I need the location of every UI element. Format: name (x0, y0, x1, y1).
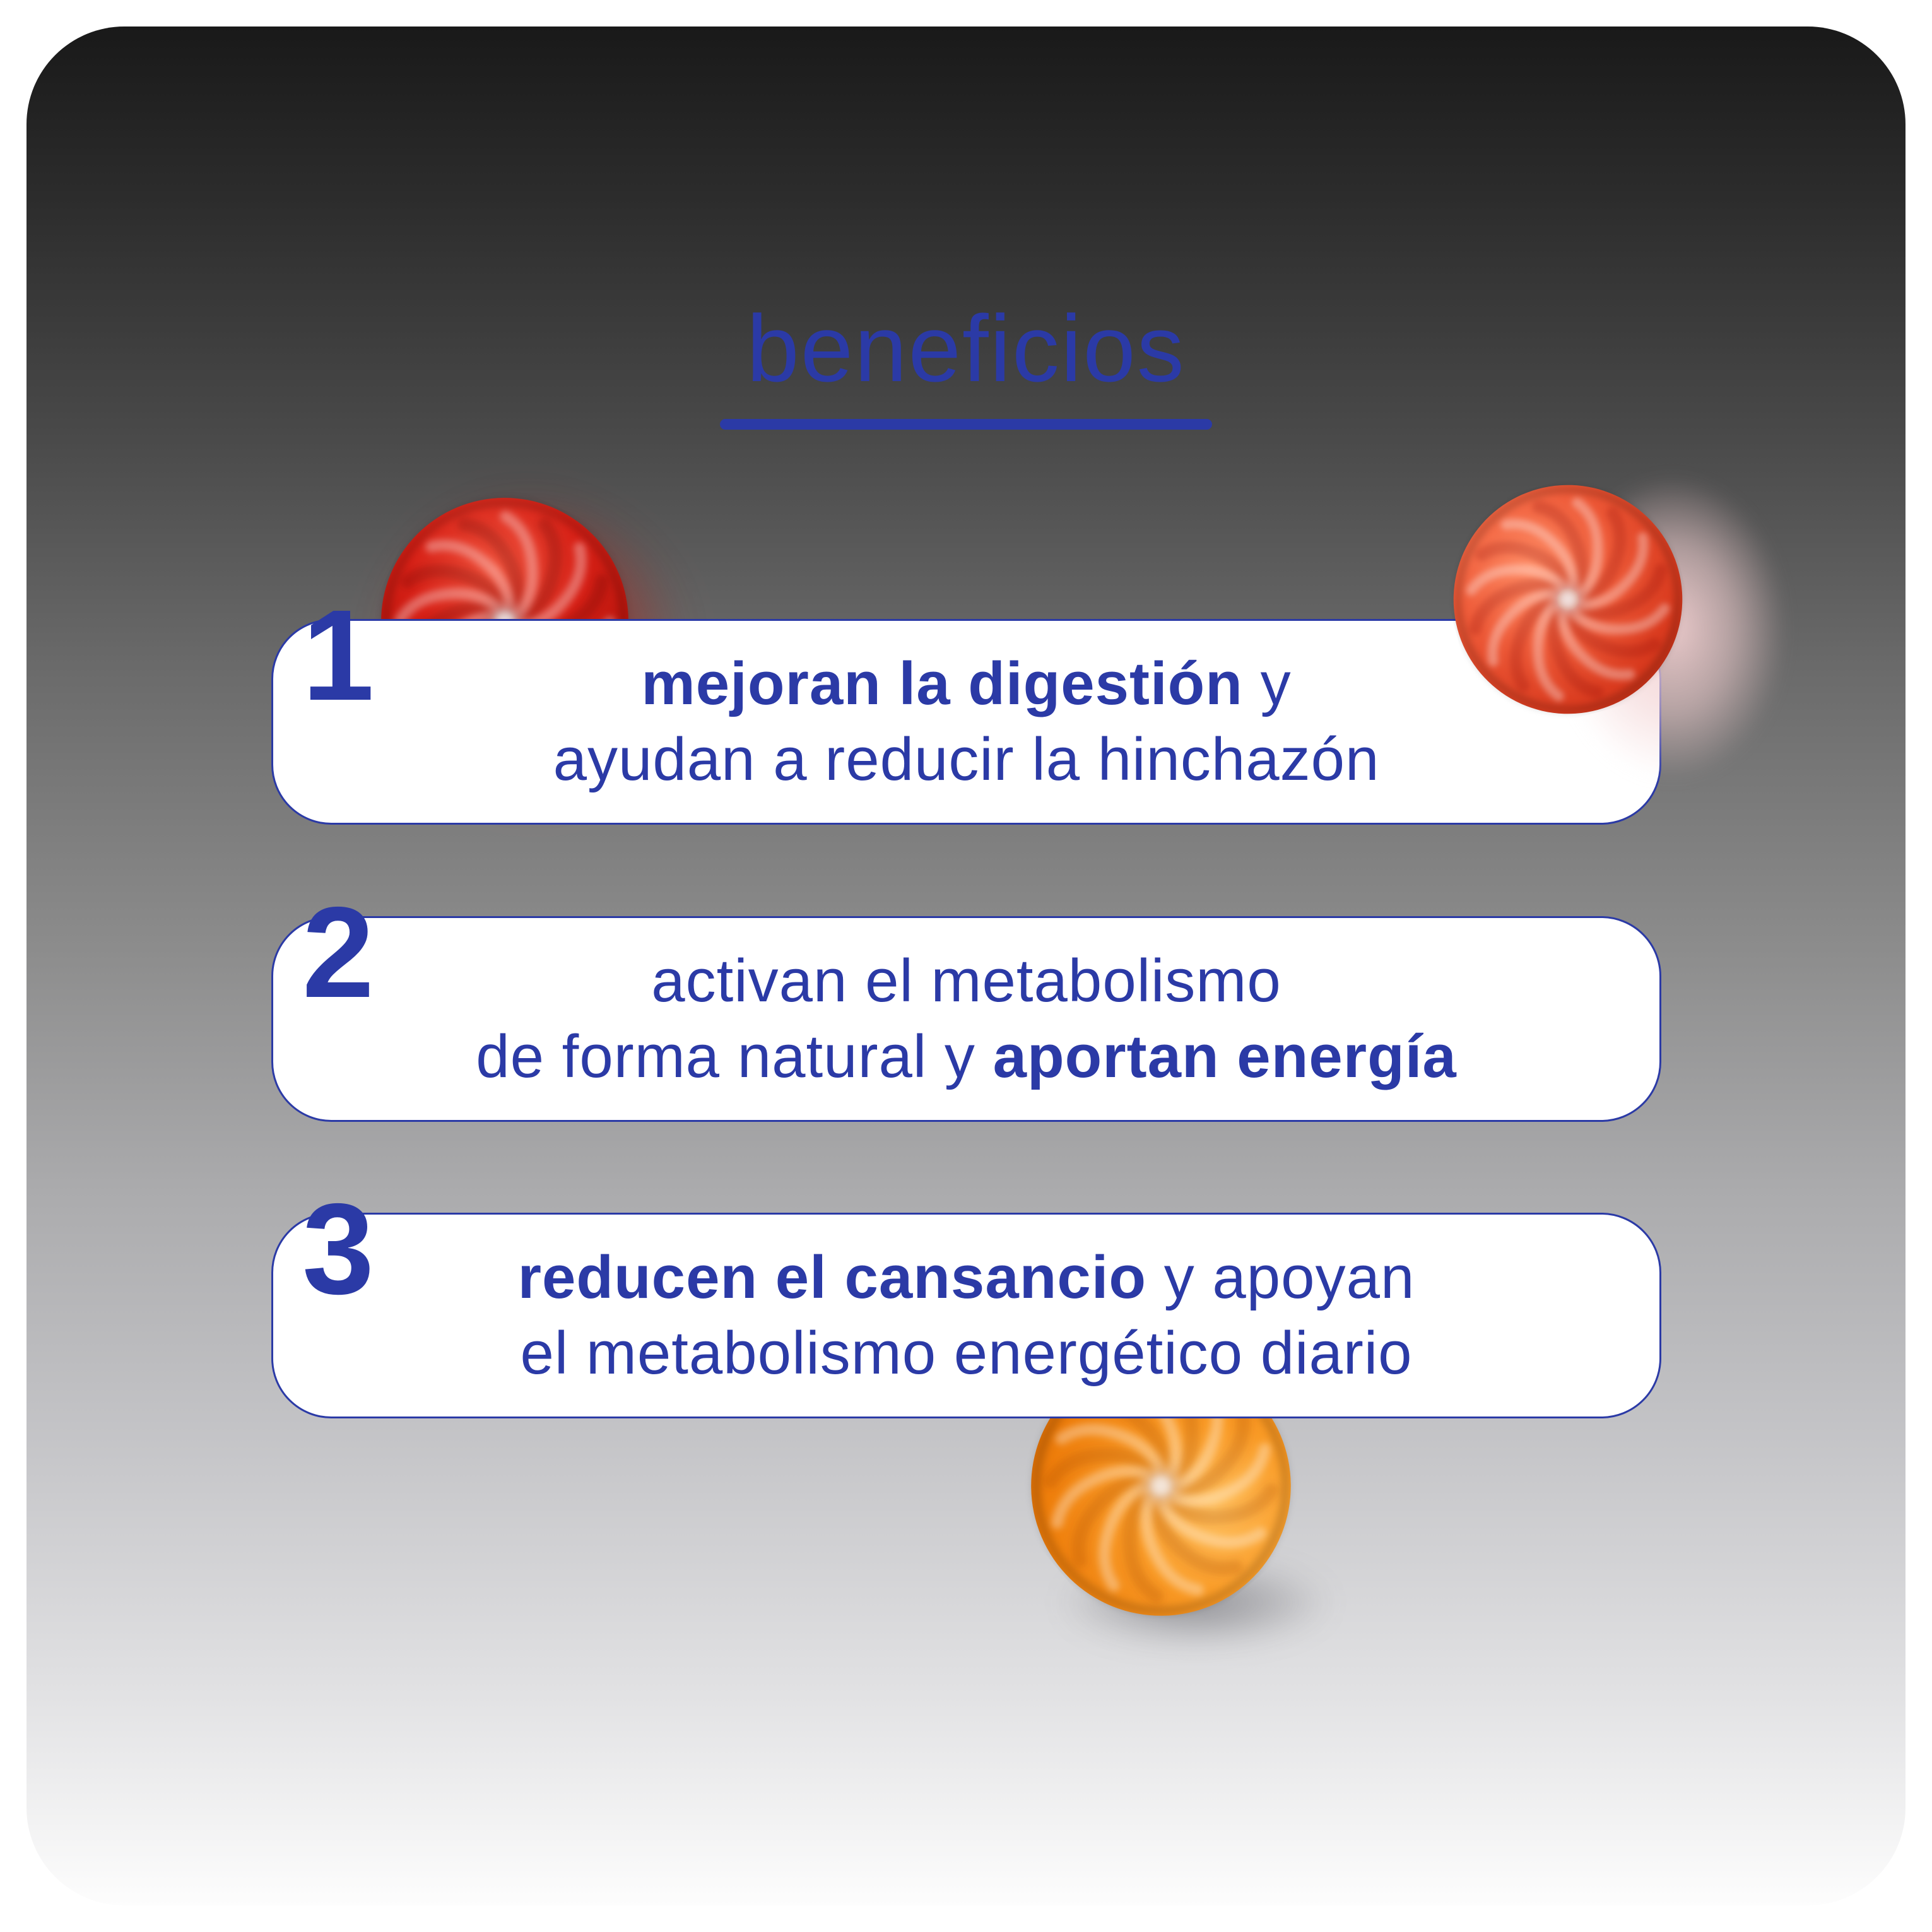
benefit-2-line-2: de forma natural y aportan energía (476, 1023, 1457, 1090)
benefit-card-2: 2 activan el metabolismo de forma natura… (271, 888, 1661, 1122)
benefit-card-3: 3 reducen el cansancio y apoyan el metab… (271, 1184, 1661, 1418)
page-title: beneficios (746, 295, 1186, 401)
benefit-number-1: 1 (302, 583, 375, 727)
benefit-number-2: 2 (302, 880, 375, 1025)
gummy-red-right (1425, 456, 1711, 742)
header: beneficios (0, 292, 1932, 405)
benefit-card-1: 1 mejoran la digestión y ayudan a reduci… (271, 591, 1661, 825)
benefit-3-line-1: reducen el cansancio y apoyan (517, 1244, 1415, 1311)
benefit-number-3: 3 (302, 1177, 375, 1321)
title-underline (720, 419, 1212, 430)
benefit-2-line-1: activan el metabolismo (651, 947, 1281, 1015)
benefit-1-line-1: mejoran la digestión y (641, 650, 1292, 717)
coral-gummy-swirl-icon (1453, 485, 1683, 714)
benefit-1-line-2: ayudan a reducir la hinchazón (553, 726, 1380, 793)
benefit-3-line-2: el metabolismo energético diario (520, 1319, 1413, 1387)
